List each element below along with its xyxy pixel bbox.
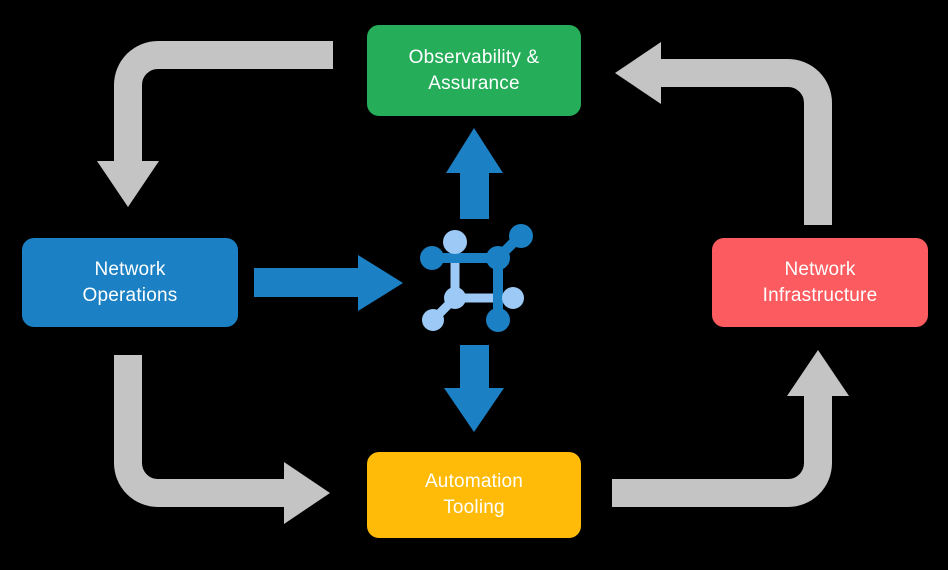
node-box-observability[interactable]: Observability & Assurance	[367, 25, 581, 116]
arrow-observability-to-operations	[97, 41, 333, 207]
node-label-network-operations: Network Operations	[82, 258, 178, 306]
node-box-network-operations[interactable]: Network Operations	[22, 238, 238, 327]
arrow-operations-to-center	[254, 255, 403, 311]
arrow-center-to-observability	[446, 128, 503, 219]
node-label-automation-tooling: Automation Tooling	[424, 471, 524, 518]
arrow-automation-to-infrastructure	[612, 350, 849, 507]
node-box-automation-tooling[interactable]: Automation Tooling	[367, 452, 581, 538]
network-topology-icon	[420, 224, 533, 332]
arrow-infrastructure-to-observability	[615, 42, 832, 225]
arrow-operations-to-automation	[114, 355, 330, 524]
arrow-center-to-automation	[444, 345, 504, 432]
node-box-network-infrastructure[interactable]: Network Infrastructure	[712, 238, 928, 327]
node-label-network-infrastructure: Network Infrastructure	[762, 258, 878, 306]
node-label-observability: Observability & Assurance	[408, 46, 540, 94]
